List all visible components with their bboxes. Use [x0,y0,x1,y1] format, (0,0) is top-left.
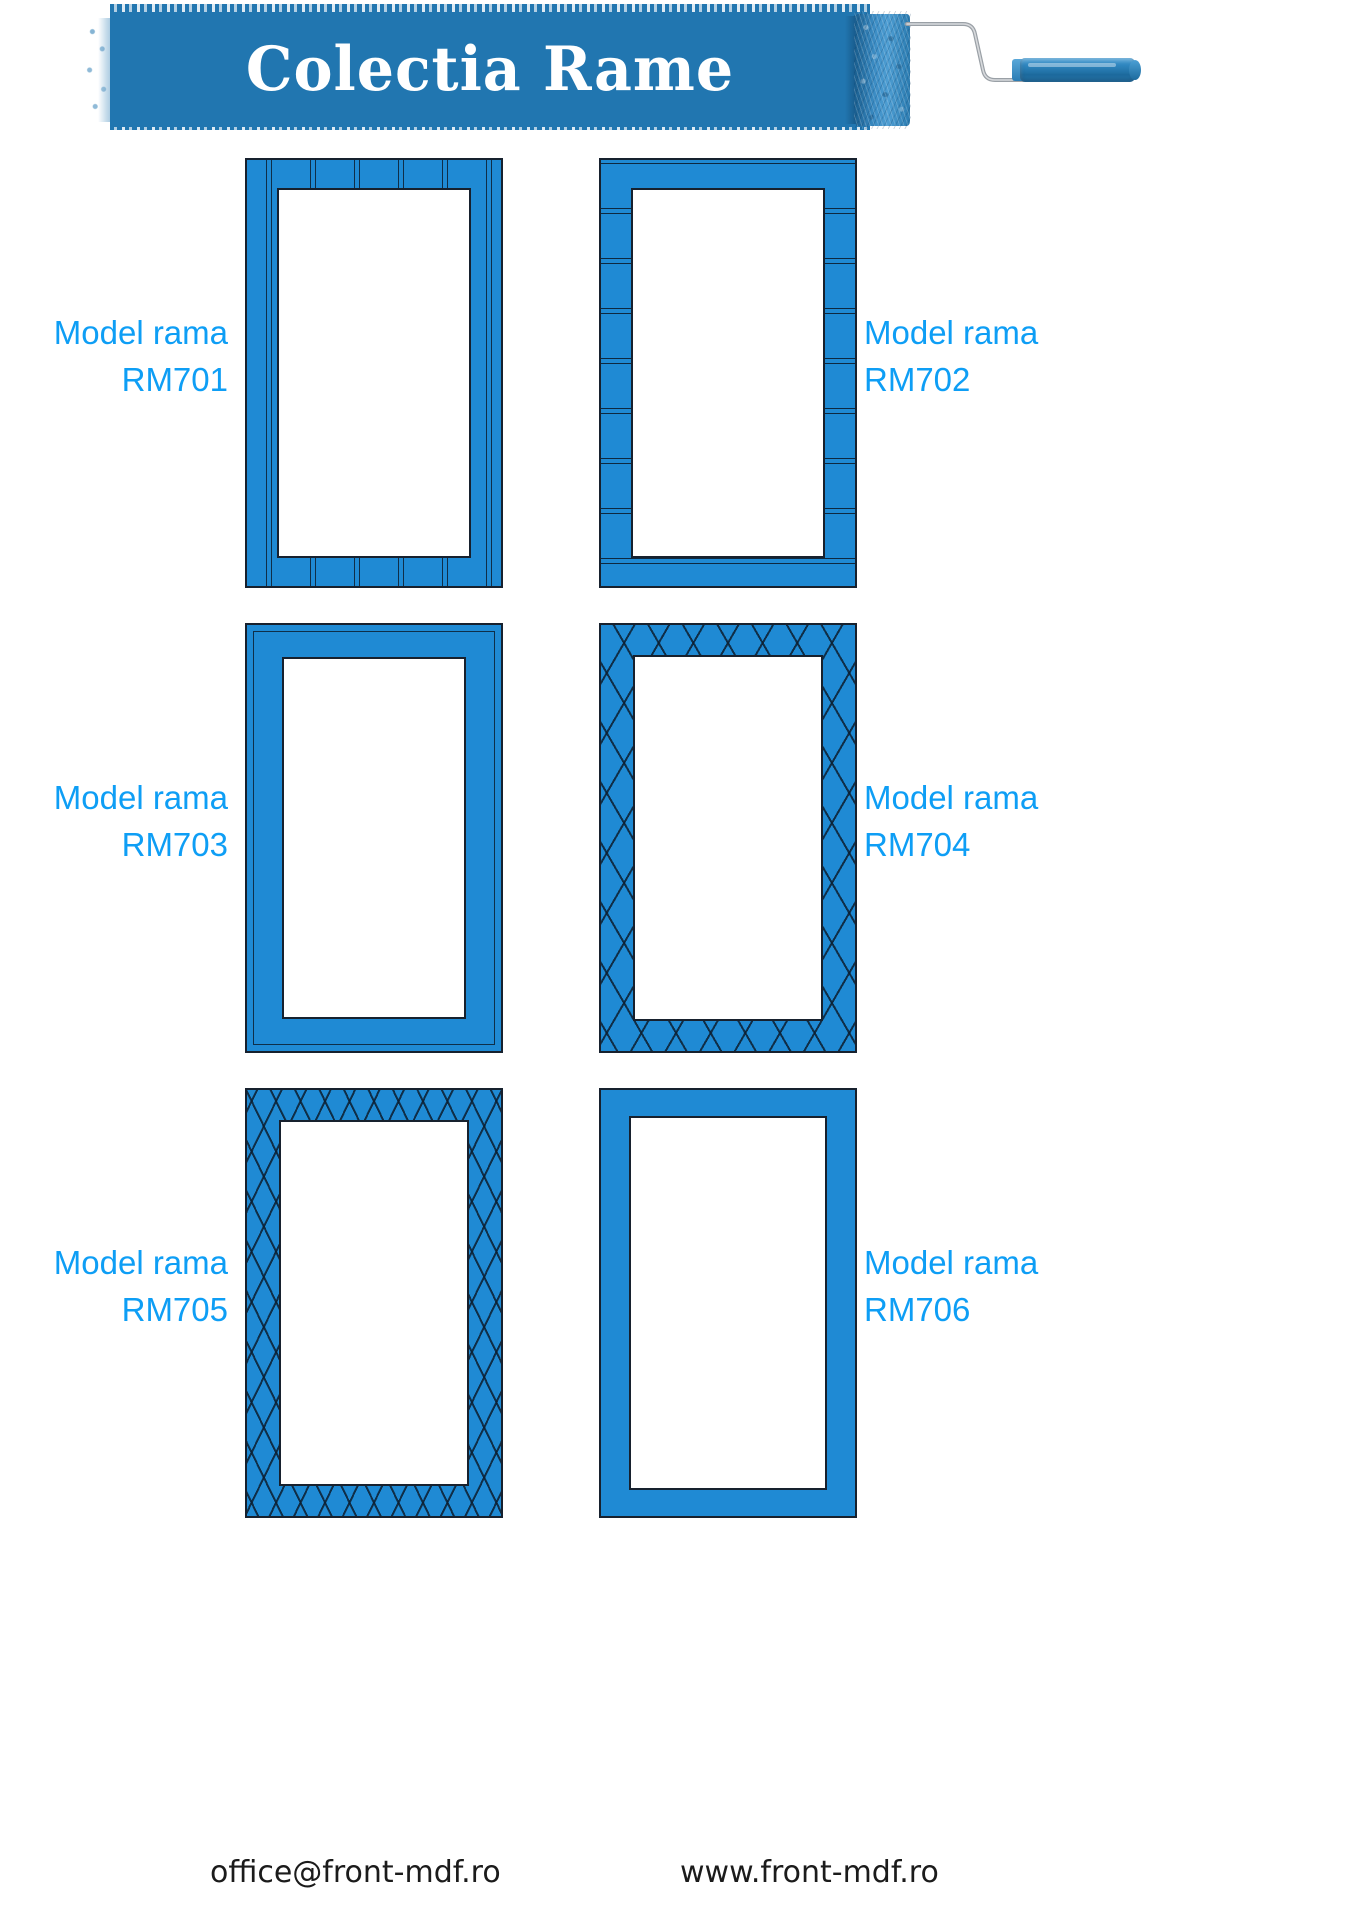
frame-label-line2: RM701 [121,360,228,398]
frame-label-line1: Model rama [864,314,1039,351]
frame-label-line2: RM703 [121,825,228,863]
paint-stroke-banner [110,12,870,127]
frame-label-line2: RM704 [864,825,971,863]
page-footer: office@front-mdf.ro www.front-mdf.ro [0,1855,1357,1920]
frame-label-line1: Model rama [864,779,1039,816]
page-header: Colectia Rame [0,0,1357,150]
footer-email[interactable]: office@front-mdf.ro [210,1855,501,1890]
frame-collection-grid: Model rama RM701 Model rama RM702 Model … [0,150,1357,1850]
frame-opening-rm704 [633,655,823,1021]
frame-opening-rm703 [282,657,466,1019]
frame-label-rm706: Model rama RM706 [864,1240,1144,1334]
frame-rm702 [599,158,857,588]
roller-handle-grip [1020,58,1141,82]
paint-stroke-bottom-edge [110,120,870,130]
footer-website[interactable]: www.front-mdf.ro [680,1855,939,1890]
frame-label-rm703: Model rama RM703 [0,775,228,869]
frame-opening-rm705 [279,1120,469,1486]
frame-label-line1: Model rama [864,1244,1039,1281]
frame-card-rm705[interactable]: Model rama RM705 [0,1080,678,1545]
frame-opening-rm701 [277,188,471,558]
roller-wire-frame-icon [905,22,1027,82]
frame-card-rm703[interactable]: Model rama RM703 [0,615,678,1080]
frame-label-line2: RM702 [864,360,971,398]
frame-label-rm702: Model rama RM702 [864,310,1144,404]
frame-label-line1: Model rama [53,314,228,351]
frame-rm701 [245,158,503,588]
frame-card-rm702[interactable]: Model rama RM702 [599,150,1357,615]
frame-rm703 [245,623,503,1053]
paint-roller-icon [854,11,911,129]
frame-rm706 [599,1088,857,1518]
frame-card-rm706[interactable]: Model rama RM706 [599,1080,1357,1545]
paint-stroke-top-edge [110,4,870,14]
frame-label-line1: Model rama [53,1244,228,1281]
frame-opening-rm706 [629,1116,827,1490]
frame-label-line2: RM705 [121,1290,228,1328]
frame-opening-rm702 [631,188,825,558]
frame-rm704 [599,623,857,1053]
frame-label-rm704: Model rama RM704 [864,775,1144,869]
frame-label-rm701: Model rama RM701 [0,310,228,404]
frame-card-rm704[interactable]: Model rama RM704 [599,615,1357,1080]
frame-card-rm701[interactable]: Model rama RM701 [0,150,678,615]
frame-label-line1: Model rama [53,779,228,816]
page-title: Colectia Rame [245,34,735,105]
frame-label-line2: RM706 [864,1290,971,1328]
frame-label-rm705: Model rama RM705 [0,1240,228,1334]
frame-rm705 [245,1088,503,1518]
